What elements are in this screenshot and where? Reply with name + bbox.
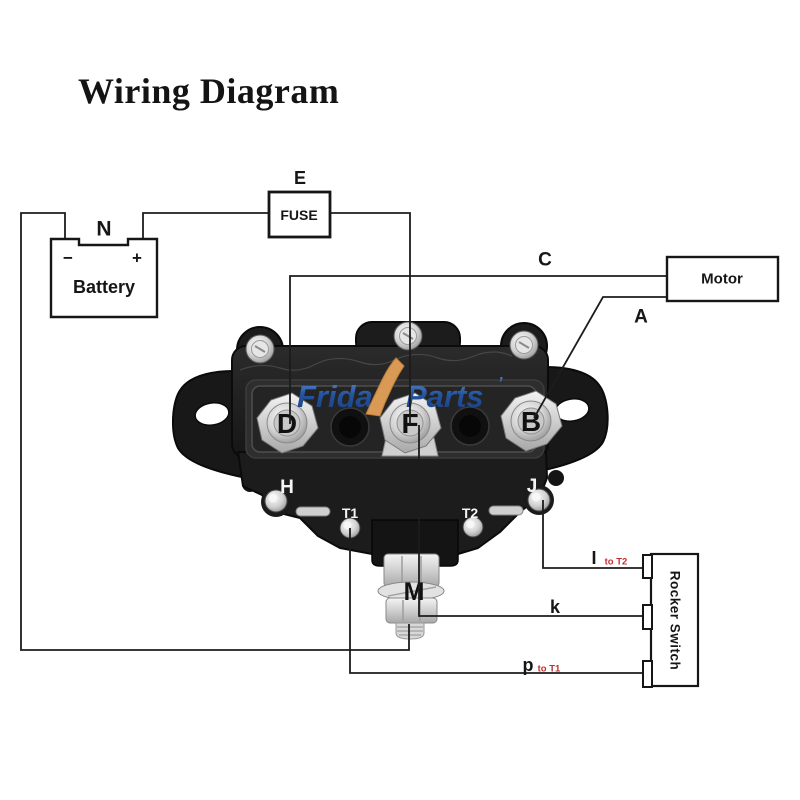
rocker-switch-label-wrap: Rocker Switch: [651, 554, 698, 686]
logo-mark: ’: [498, 375, 503, 392]
wire-label-c: C: [538, 249, 552, 271]
logo-text-left: Frida: [297, 379, 373, 414]
wire-c-d-to-motor: [289, 275, 666, 424]
t2-label: T2: [462, 505, 479, 521]
rocker-switch-name: Rocker Switch: [667, 570, 682, 670]
wire-p-t1-to-switch: [349, 528, 643, 674]
wire-label-i: I: [591, 548, 597, 568]
wire-label-k: k: [549, 597, 561, 617]
wire-label-p: p: [522, 655, 534, 675]
wire-label-i-dest: to T2: [604, 556, 628, 568]
wire-battery-negative-to-m: [20, 212, 410, 651]
logo-check-mark: [365, 357, 405, 417]
j-label: J: [527, 476, 538, 497]
terminal-d-label: D: [277, 408, 297, 439]
switch-tab-top: [642, 554, 653, 579]
rocker-switch-box: [649, 552, 700, 688]
t1-label: T1: [342, 505, 359, 521]
motor-name: Motor: [701, 270, 743, 288]
gasket-seam: [239, 351, 513, 371]
wire-a-motor-to-b: [533, 296, 666, 419]
battery-plus-sign: +: [132, 248, 142, 268]
switch-tab-middle: [642, 604, 653, 630]
battery-name: Battery: [72, 277, 136, 297]
switch-tab-bottom: [642, 660, 653, 688]
wire-fuse-to-f: [331, 212, 411, 424]
left-mount-hole: [194, 402, 230, 426]
wire-label-p-dest: to T1: [537, 663, 561, 675]
motor-box: [665, 255, 780, 303]
recess-circles: [330, 406, 490, 447]
battery-wire-label-n: N: [96, 217, 112, 241]
wire-k-m-to-switch: [418, 425, 643, 617]
right-slot: [488, 505, 524, 516]
fuse-name: FUSE: [280, 207, 318, 223]
page-title: Wiring Diagram: [78, 71, 340, 111]
battery-minus-sign: −: [63, 248, 73, 268]
fridayparts-logo: Frida Parts ’: [297, 357, 503, 417]
h-label: H: [280, 477, 294, 498]
wire-battery-positive-to-fuse: [142, 212, 268, 239]
battery-box: [49, 237, 159, 319]
left-slot: [295, 506, 331, 517]
wire-i-j-to-switch: [542, 500, 643, 569]
fuse-wire-label-e: E: [293, 168, 307, 188]
wire-label-a: A: [634, 306, 648, 328]
logo-text-right: Parts: [406, 379, 484, 414]
fuse-box: [267, 190, 332, 239]
